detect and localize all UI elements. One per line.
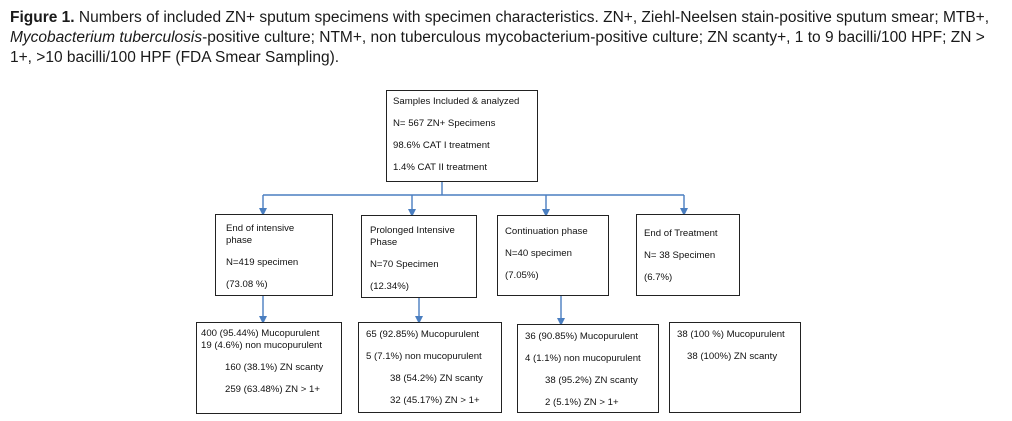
phase-pct: (12.34%)	[370, 281, 409, 292]
caption-text-1: Numbers of included ZN+ sputum specimens…	[74, 9, 990, 26]
phase-box-prolonged-intensive: Prolonged Intensive Phase N=70 Specimen …	[361, 215, 477, 298]
phase-n: N=419 specimen	[226, 257, 299, 268]
detail-box-end-of-intensive: 400 (95.44%) Mucopurulent 19 (4.6%) non …	[196, 322, 342, 414]
caption-text-2: -positive culture; NTM+, non tuberculous…	[10, 29, 985, 66]
detail-mucopurulent: 38 (100 %) Mucopurulent	[677, 329, 785, 340]
detail-box-end-of-treatment: 38 (100 %) Mucopurulent 38 (100%) ZN sca…	[669, 322, 801, 413]
phase-n: N= 38 Specimen	[644, 250, 716, 261]
detail-zn-scanty: 160 (38.1%) ZN scanty	[225, 362, 324, 373]
detail-zn-scanty: 38 (54.2%) ZN scanty	[390, 373, 483, 384]
detail-non-mucopurulent: 5 (7.1%) non mucopurulent	[366, 351, 482, 362]
phase-name: End of intensive phase	[226, 223, 295, 246]
detail-non-mucopurulent: 4 (1.1%) non mucopurulent	[525, 353, 641, 364]
samples-cat1: 98.6% CAT I treatment	[393, 140, 490, 151]
detail-box-prolonged-intensive: 65 (92.85%) Mucopurulent 5 (7.1%) non mu…	[358, 322, 502, 413]
detail-box-continuation: 36 (90.85%) Mucopurulent 4 (1.1%) non mu…	[517, 324, 659, 413]
phase-box-continuation: Continuation phase N=40 specimen (7.05%)	[497, 215, 609, 296]
phase-box-end-of-treatment: End of Treatment N= 38 Specimen (6.7%)	[636, 214, 740, 296]
detail-non-mucopurulent: 19 (4.6%) non mucopurulent	[201, 340, 323, 351]
detail-mucopurulent: 65 (92.85%) Mucopurulent	[366, 329, 480, 340]
samples-cat2: 1.4% CAT II treatment	[393, 162, 488, 173]
detail-zn-scanty: 38 (95.2%) ZN scanty	[545, 375, 638, 386]
phase-name: Continuation phase	[505, 226, 588, 237]
phase-name: Prolonged Intensive Phase	[370, 225, 455, 248]
detail-mucopurulent: 36 (90.85%) Mucopurulent	[525, 331, 639, 342]
detail-zn-gt-1: 32 (45.17%) ZN > 1+	[390, 395, 480, 406]
samples-total: N= 567 ZN+ Specimens	[393, 118, 496, 129]
detail-zn-gt-1: 2 (5.1%) ZN > 1+	[545, 397, 619, 408]
phase-n: N=70 Specimen	[370, 259, 439, 270]
detail-zn-gt-1: 259 (63.48%) ZN > 1+	[225, 384, 320, 395]
phase-pct: (73.08 %)	[226, 279, 268, 290]
caption-italic-term: Mycobacterium tuberculosis	[10, 29, 203, 46]
figure-caption: Figure 1. Numbers of included ZN+ sputum…	[10, 8, 1000, 68]
phase-box-end-of-intensive: End of intensive phase N=419 specimen (7…	[215, 214, 333, 296]
phase-pct: (7.05%)	[505, 270, 539, 281]
detail-mucopurulent: 400 (95.44%) Mucopurulent	[201, 328, 320, 339]
figure-label: Figure 1.	[10, 9, 75, 26]
phase-pct: (6.7%)	[644, 272, 673, 283]
samples-included-box: Samples Included & analyzed N= 567 ZN+ S…	[386, 90, 538, 182]
phase-name: End of Treatment	[644, 228, 718, 239]
phase-n: N=40 specimen	[505, 248, 572, 259]
samples-title: Samples Included & analyzed	[393, 96, 520, 107]
detail-zn-scanty: 38 (100%) ZN scanty	[687, 351, 778, 362]
